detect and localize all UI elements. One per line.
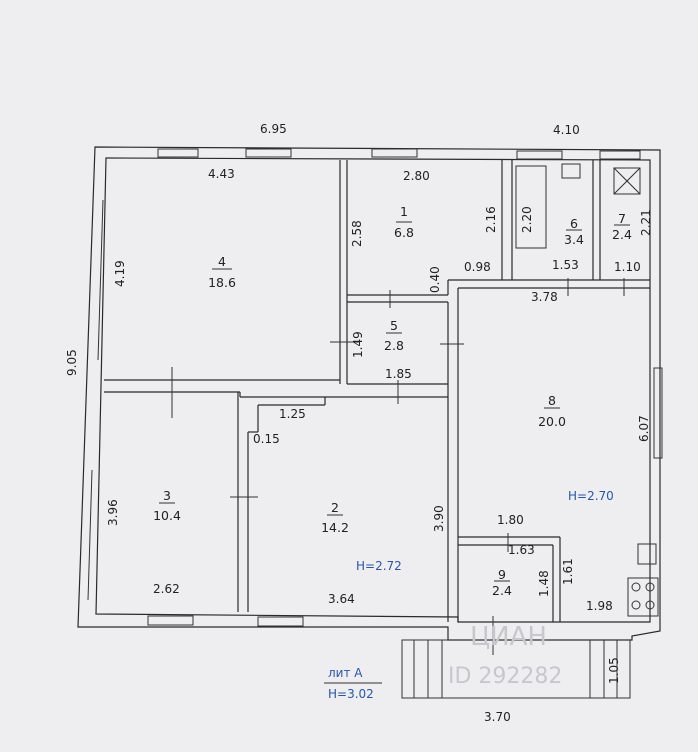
- sink-icon: [561, 163, 581, 179]
- porch-steps: [401, 639, 631, 699]
- room-1-area: 6.8: [394, 225, 414, 240]
- fixtures: [515, 163, 659, 617]
- dim-r7-height: 2.21: [639, 209, 653, 236]
- dim-r3-width: 2.62: [153, 582, 180, 596]
- door-marks: [171, 278, 625, 655]
- room-9-number: 9: [498, 567, 506, 582]
- watermark-id: ID 292282: [448, 664, 562, 689]
- dim-r9-height-left: 1.48: [537, 570, 551, 597]
- room-9-area: 2.4: [492, 583, 512, 598]
- room-7-area: 2.4: [612, 227, 632, 242]
- room-6-area: 3.4: [564, 232, 584, 247]
- dim-r2-top: 1.25: [279, 407, 306, 421]
- dim-r4-width: 4.43: [208, 167, 235, 181]
- room-4-area: 18.6: [208, 275, 236, 290]
- dim-r3-height: 3.96: [106, 499, 120, 526]
- dim-r2-width: 3.64: [328, 592, 355, 606]
- dim-r8-height: 6.07: [637, 415, 651, 442]
- bathtub-icon: [515, 165, 547, 249]
- height-room-2: H=2.72: [356, 559, 402, 573]
- room-7-number: 7: [618, 211, 626, 226]
- lit-label: лит А: [328, 666, 363, 680]
- room-8-number: 8: [548, 393, 556, 408]
- dim-r1-step: 0.40: [428, 266, 442, 293]
- room-8-area: 20.0: [538, 414, 566, 429]
- dim-r7-width: 1.10: [614, 260, 641, 274]
- dim-top-left: 6.95: [260, 122, 287, 136]
- dim-porch: 1.05: [607, 657, 621, 684]
- dim-r6-height: 2.20: [520, 206, 534, 233]
- room-2-area: 14.2: [321, 520, 349, 535]
- dim-r8-bottom: 1.98: [586, 599, 613, 613]
- dim-r9-top2: 1.63: [508, 543, 535, 557]
- watermark-logo: ЦИАН: [470, 622, 547, 652]
- room-1-number: 1: [400, 204, 408, 219]
- dim-r4-height: 4.19: [113, 260, 127, 287]
- toilet-icon: [613, 167, 641, 195]
- dim-r1-bottom: 0.98: [464, 260, 491, 274]
- dim-r9-top: 1.80: [497, 513, 524, 527]
- dim-r5-height: 1.49: [351, 331, 365, 358]
- fridge-icon: [637, 543, 657, 565]
- dim-top-right: 4.10: [553, 123, 580, 137]
- dim-r1-height-right: 2.16: [484, 206, 498, 233]
- room-4-number: 4: [218, 254, 226, 269]
- dim-r5-width: 1.85: [385, 367, 412, 381]
- dim-r2-height: 3.90: [432, 505, 446, 532]
- height-room-8: H=2.70: [568, 489, 614, 503]
- height-total: H=3.02: [328, 687, 374, 701]
- room-5-area: 2.8: [384, 338, 404, 353]
- dim-r8-width: 3.78: [531, 290, 558, 304]
- dim-r9-height-right: 1.61: [561, 558, 575, 585]
- room-6-number: 6: [570, 216, 578, 231]
- dim-bottom: 3.70: [484, 710, 511, 724]
- room-3-number: 3: [163, 488, 171, 503]
- windows: [147, 148, 663, 627]
- room-3-area: 10.4: [153, 508, 181, 523]
- dim-left: 9.05: [65, 349, 79, 376]
- room-5-number: 5: [390, 318, 398, 333]
- room-fraction-lines: [159, 221, 630, 582]
- stove-icon: [627, 577, 659, 617]
- dim-r6-width: 1.53: [552, 258, 579, 272]
- dim-r1-height-left: 2.58: [350, 220, 364, 247]
- dim-r2-step: 0.15: [253, 432, 280, 446]
- room-2-number: 2: [331, 500, 339, 515]
- dim-r1-width: 2.80: [403, 169, 430, 183]
- interior-walls: [104, 160, 650, 622]
